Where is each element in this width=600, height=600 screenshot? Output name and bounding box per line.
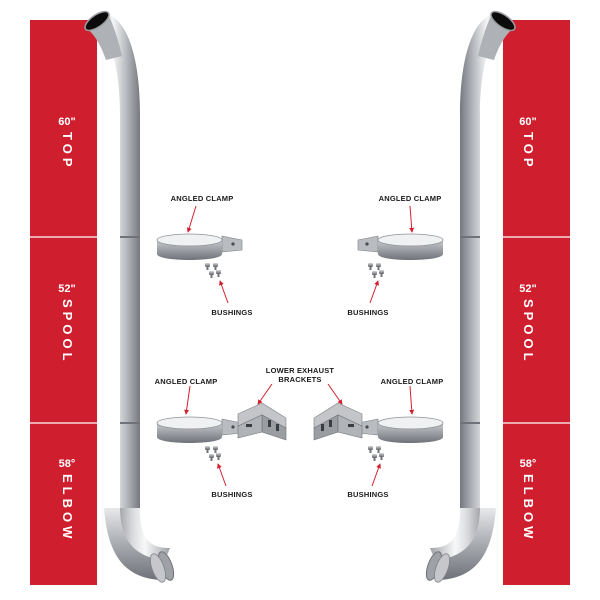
callout-arrows bbox=[184, 205, 415, 487]
right-red-band bbox=[503, 20, 570, 585]
left-top-section-label: 60" TOP bbox=[52, 116, 82, 176]
lower-exhaust-brackets-line2: BRACKETS bbox=[278, 375, 322, 384]
left-top-name: TOP bbox=[60, 132, 75, 171]
right-elbow-name: ELBOW bbox=[521, 474, 536, 543]
left-elbow-section-label: 58° ELBOW bbox=[52, 458, 82, 547]
angled-clamp-lower-right bbox=[357, 416, 444, 443]
right-exhaust-pipe bbox=[425, 10, 516, 583]
angled-clamp-upper-left bbox=[156, 233, 243, 260]
left-red-band bbox=[30, 20, 97, 585]
lower-exhaust-bracket-left bbox=[237, 402, 287, 441]
angled-clamp-lower-left bbox=[156, 416, 243, 443]
right-elbow-size: 58° bbox=[519, 458, 537, 470]
angled-clamp-label-upper-right: ANGLED CLAMP bbox=[378, 194, 442, 203]
left-spool-size: 52" bbox=[58, 283, 76, 295]
bushings-lower-right bbox=[368, 446, 384, 461]
left-top-size: 60" bbox=[58, 116, 76, 128]
lower-exhaust-bracket-right bbox=[313, 402, 363, 441]
bushings-label-upper-right: BUSHINGS bbox=[347, 308, 389, 317]
right-top-name: TOP bbox=[521, 132, 536, 171]
right-top-size: 60" bbox=[519, 116, 537, 128]
left-spool-section-label: 52" SPOOL bbox=[52, 283, 82, 370]
right-top-section-label: 60" TOP bbox=[513, 116, 543, 176]
right-elbow-section-label: 58° ELBOW bbox=[513, 458, 543, 547]
left-exhaust-pipe bbox=[84, 10, 175, 583]
bushings-upper-left bbox=[205, 263, 221, 278]
lower-exhaust-brackets-label: LOWER EXHAUST BRACKETS bbox=[266, 366, 334, 384]
left-elbow-size: 58° bbox=[58, 458, 76, 470]
right-spool-section-label: 52" SPOOL bbox=[513, 283, 543, 370]
bushings-upper-right bbox=[368, 263, 384, 278]
angled-clamp-label-lower-left: ANGLED CLAMP bbox=[154, 377, 218, 386]
bushings-label-lower-right: BUSHINGS bbox=[347, 490, 389, 499]
angled-clamp-upper-right bbox=[357, 233, 444, 260]
right-spool-name: SPOOL bbox=[521, 299, 536, 365]
angled-clamp-label-upper-left: ANGLED CLAMP bbox=[170, 194, 234, 203]
bushings-label-lower-left: BUSHINGS bbox=[211, 490, 253, 499]
right-spool-size: 52" bbox=[519, 283, 537, 295]
lower-exhaust-brackets-line1: LOWER EXHAUST bbox=[265, 366, 335, 375]
bushings-label-upper-left: BUSHINGS bbox=[211, 308, 253, 317]
angled-clamp-label-lower-right: ANGLED CLAMP bbox=[380, 377, 444, 386]
left-spool-name: SPOOL bbox=[60, 299, 75, 365]
bushings-lower-left bbox=[205, 446, 221, 461]
left-elbow-name: ELBOW bbox=[60, 474, 75, 543]
